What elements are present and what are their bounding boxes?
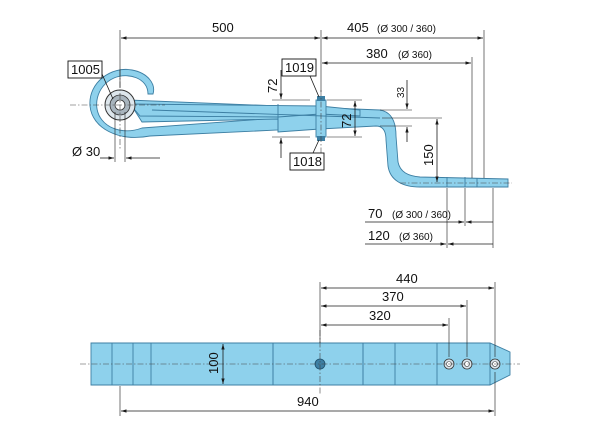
dim-380-note: (Ø 360) [398,50,432,61]
part-1005-label: 1005 [71,62,100,77]
part-1019-box [281,58,317,77]
dim-405-note: (Ø 300 / 360) [377,24,436,35]
dim-72-left-label: 72 [265,79,280,93]
dim-940-label: 940 [297,394,319,409]
part-1018-label: 1018 [293,154,322,169]
dim-440-label: 440 [396,271,418,286]
dim-150-label: 150 [421,144,436,166]
dim-120-label: 120 [368,228,390,243]
dim-120-note: (Ø 360) [399,232,433,243]
dim-70-label: 70 [368,206,382,221]
part-1005-box [67,60,103,79]
part-1018-box [289,152,325,171]
spring-eye-outer-wrap [89,68,279,138]
dim-370-label: 370 [382,289,404,304]
dim-d30-label: Ø 30 [72,144,100,159]
dim-70-note: (Ø 300 / 360) [392,210,451,221]
side-view: 500 405 (Ø 300 / 360) 380 (Ø 360) 72 72 … [67,20,512,248]
dim-380-label: 380 [366,46,388,61]
dim-500-label: 500 [212,20,234,35]
dim-33-label: 33 [396,86,407,98]
part-1019-label: 1019 [285,60,314,75]
spring-upper-leaf [129,103,361,118]
top-view: 440 370 320 100 940 [80,271,520,416]
dim-100-label: 100 [206,352,221,374]
dim-72-right-label: 72 [339,114,354,128]
dim-320-label: 320 [369,308,391,323]
dim-405-label: 405 [347,20,369,35]
